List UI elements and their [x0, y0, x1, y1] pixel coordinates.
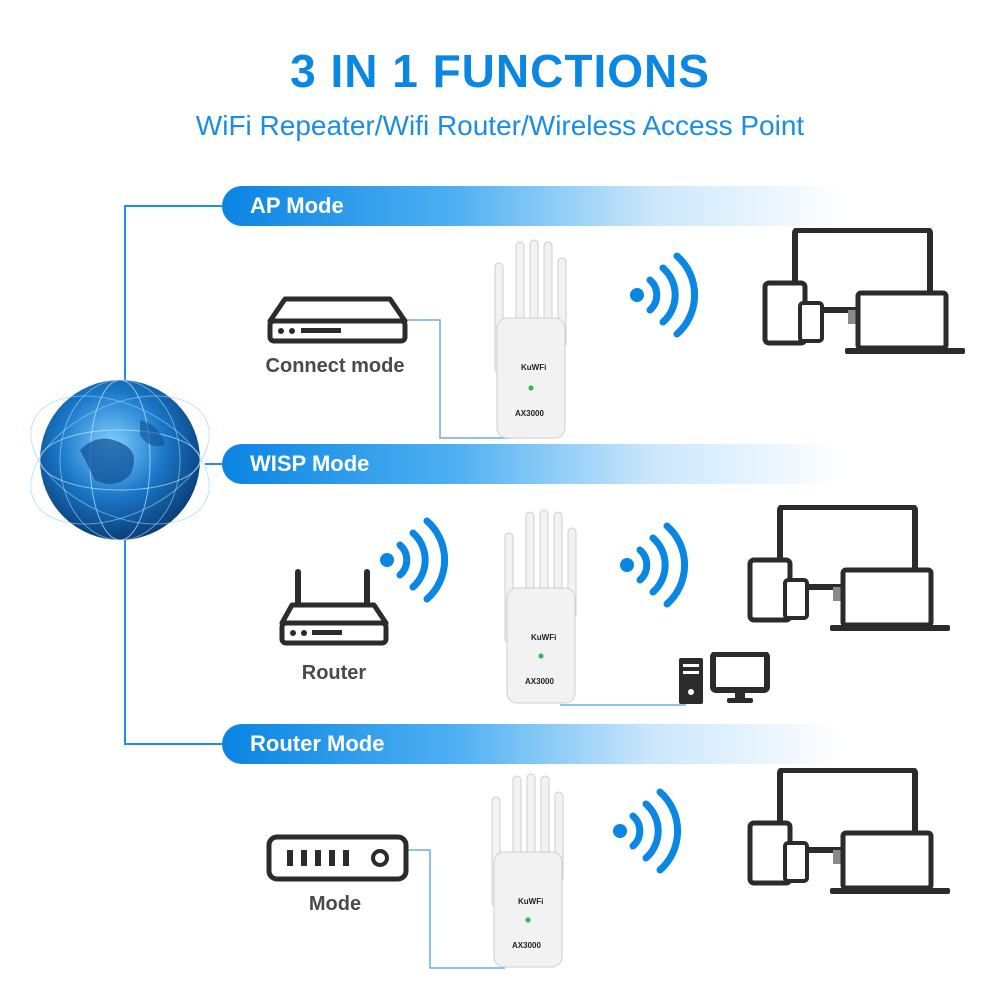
- device-model: AX3000: [515, 409, 544, 418]
- devices-icon: [747, 505, 950, 631]
- devices-icon: [762, 228, 965, 354]
- device-model: AX3000: [525, 677, 554, 686]
- device-brand: KuWFi: [521, 363, 546, 372]
- modem-icon: [266, 834, 409, 882]
- wisp-mode-label: WISP Mode: [250, 451, 370, 476]
- mode-caption: Mode: [308, 893, 362, 915]
- router-icon: [279, 569, 389, 646]
- wifi-extender-icon: KuWFi AX3000: [494, 239, 567, 439]
- modem-icon: [267, 296, 408, 344]
- page-subtitle: WiFi Repeater/Wifi Router/Wireless Acces…: [195, 110, 805, 141]
- wifi-signal-icon: [613, 788, 682, 874]
- ap-mode-bar: AP Mode: [222, 186, 1000, 226]
- page-title: 3 IN 1 FUNCTIONS: [290, 45, 710, 97]
- wifi-signal-icon: [630, 252, 699, 338]
- router-mode-label: Router Mode: [250, 731, 385, 756]
- device-brand: KuWFi: [531, 633, 556, 642]
- globe-icon: [30, 379, 210, 541]
- desktop-pc-icon: [679, 652, 770, 704]
- wisp-mode-bar: WISP Mode: [222, 444, 1000, 484]
- connect-mode-caption: Connect mode: [265, 355, 405, 377]
- wifi-signal-icon: [380, 517, 449, 603]
- devices-icon: [747, 768, 950, 894]
- ap-mode-label: AP Mode: [250, 193, 344, 218]
- router-caption: Router: [301, 662, 367, 684]
- device-brand: KuWFi: [518, 897, 543, 906]
- device-model: AX3000: [512, 941, 541, 950]
- wifi-extender-icon: KuWFi AX3000: [504, 509, 577, 704]
- wifi-extender-icon: KuWFi AX3000: [491, 773, 564, 968]
- router-mode-bar: Router Mode: [222, 724, 1000, 764]
- wifi-signal-icon: [620, 522, 689, 608]
